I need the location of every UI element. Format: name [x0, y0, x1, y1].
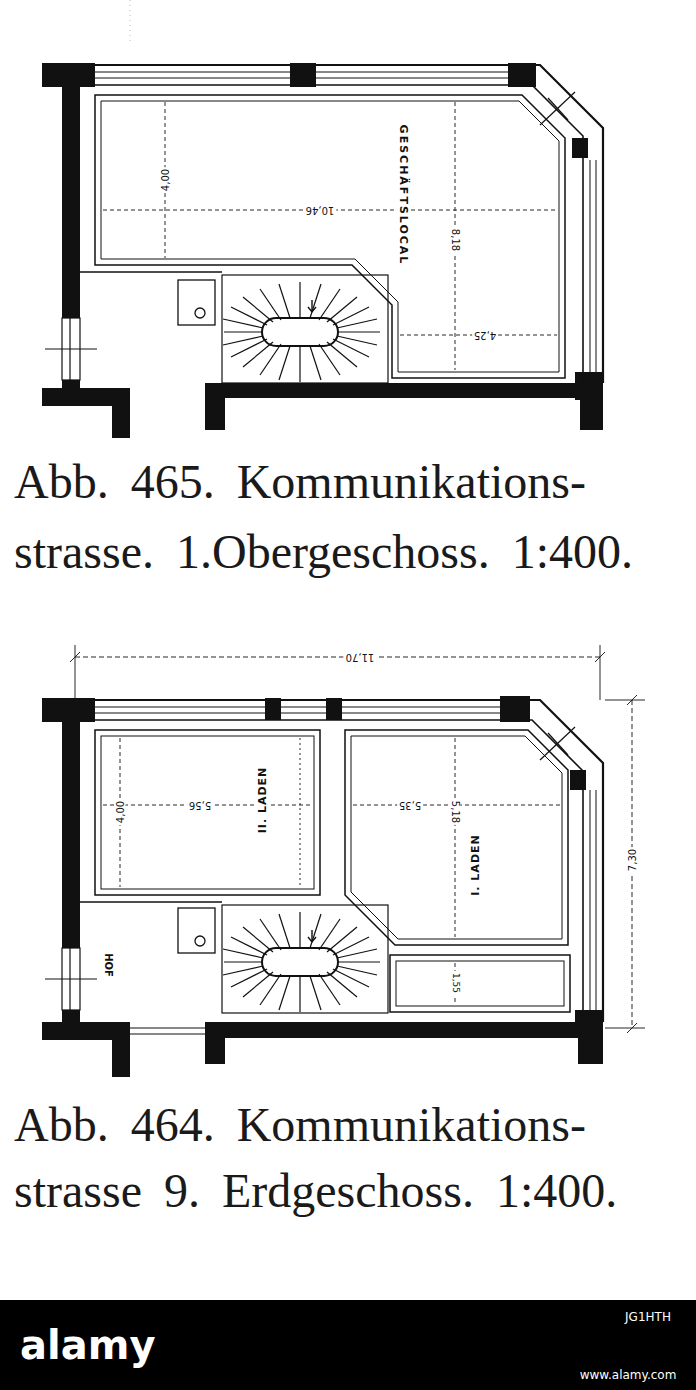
window — [45, 348, 97, 349]
dimension-label: 5,18 — [450, 799, 461, 825]
toilet — [178, 280, 215, 325]
dimension-label: 10,46 — [304, 205, 337, 216]
wall-outline — [95, 700, 603, 1022]
watermark-url: www.alamy.com — [578, 1369, 679, 1382]
room-outline — [95, 730, 570, 1012]
wall — [205, 383, 225, 430]
window — [130, 1033, 205, 1034]
room-label: HOF — [103, 951, 114, 979]
wall-outline — [95, 707, 596, 1010]
wall-outline — [95, 72, 596, 372]
wall — [326, 698, 342, 720]
wall — [62, 700, 80, 1030]
wall — [112, 1022, 130, 1077]
toilet — [195, 936, 205, 946]
wall — [112, 388, 130, 438]
dimension-label: 4,00 — [115, 799, 126, 825]
scan-artifact — [130, 0, 131, 45]
dimension-label: 8,18 — [450, 227, 461, 253]
dimension-label: 5,35 — [397, 800, 423, 811]
window — [69, 318, 70, 380]
window — [548, 733, 568, 755]
room-outline — [101, 736, 314, 889]
dimension-label: 5,56 — [187, 800, 213, 811]
room-outline — [95, 95, 565, 378]
room-outline — [95, 730, 320, 895]
dimension-line — [103, 738, 560, 1004]
room-label: GESCHÄFTSLOCAL — [397, 123, 409, 268]
dimension-line — [455, 738, 456, 937]
room-outline — [101, 101, 559, 372]
wall-outline — [95, 85, 583, 383]
room-outline — [390, 955, 570, 1012]
wall — [215, 383, 603, 398]
dimension-line — [605, 700, 645, 701]
dimension-label: 4,00 — [160, 167, 171, 193]
wall-outline — [80, 65, 603, 383]
figure-caption: Abb. 464. Kommunikations- strasse 9. Erd… — [14, 1092, 694, 1224]
wall — [290, 63, 316, 87]
wall — [42, 63, 95, 87]
staircase — [222, 275, 388, 383]
dimension-line — [75, 645, 76, 700]
wall — [42, 696, 603, 1077]
wall — [578, 1022, 603, 1064]
window — [45, 978, 97, 979]
wall — [205, 1022, 225, 1064]
dimension-label: 7,30 — [627, 847, 638, 873]
window — [548, 98, 568, 120]
window — [540, 92, 575, 125]
toilet — [178, 908, 215, 953]
room-outline — [95, 95, 565, 378]
dimension-line — [103, 102, 557, 370]
toilet — [195, 308, 205, 318]
image-id: JG1HTH — [623, 1311, 673, 1324]
dimension-label: 4,25 — [472, 330, 498, 341]
toilet — [178, 280, 215, 325]
wall — [62, 65, 80, 395]
wall-outline — [95, 65, 603, 383]
room-outline — [351, 736, 562, 939]
dimension-line — [300, 738, 301, 887]
dimension-line — [75, 657, 600, 658]
window — [45, 727, 575, 1034]
room-outline — [345, 730, 568, 945]
window — [45, 92, 575, 380]
window — [130, 1027, 205, 1028]
wall — [42, 698, 95, 722]
wall — [265, 698, 281, 720]
wall-outline — [95, 720, 583, 1022]
dimension-line — [70, 645, 645, 1033]
watermark-logo: alamy — [18, 1323, 157, 1367]
room-label: II. LADEN — [257, 765, 269, 836]
toilet — [178, 908, 215, 953]
wall — [42, 63, 603, 438]
wall-outline — [80, 700, 603, 1022]
window — [69, 948, 70, 1010]
wall-outline — [80, 901, 222, 903]
wall-outline — [80, 271, 222, 273]
dimension-label: 1,55 — [450, 971, 460, 995]
dimension-label: 11,70 — [344, 652, 377, 663]
dimension-line — [70, 652, 637, 1033]
wall — [580, 383, 603, 430]
wall — [572, 138, 588, 158]
dimension-line — [605, 1028, 645, 1029]
figure-caption: Abb. 465. Kommunikations- strasse. 1.Obe… — [14, 447, 694, 587]
room-outline — [396, 961, 564, 1006]
wall — [225, 1022, 603, 1038]
window — [540, 727, 575, 760]
staircase — [222, 905, 388, 1013]
wall — [508, 63, 536, 87]
dimension-line — [600, 645, 601, 700]
room-label: I. LADEN — [470, 832, 482, 897]
